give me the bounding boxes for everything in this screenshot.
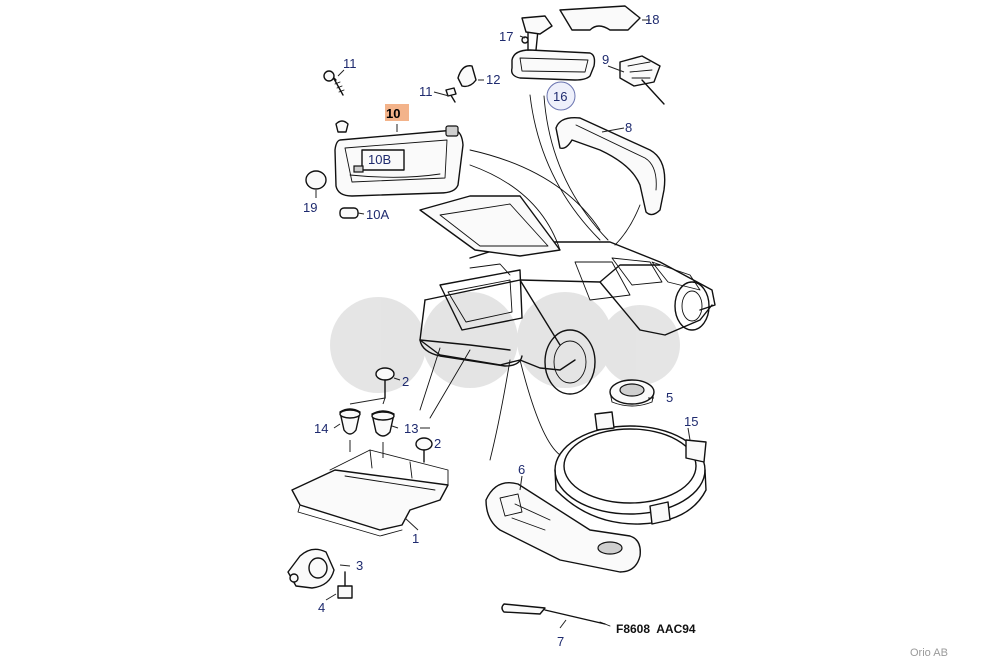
callout-13[interactable]: 13 <box>404 421 418 436</box>
visor-clip-19 <box>305 170 327 190</box>
callout-10a[interactable]: 10A <box>366 207 389 222</box>
callout-15[interactable]: 15 <box>684 414 698 429</box>
clip-leader-lines <box>349 397 386 458</box>
callout-8[interactable]: 8 <box>625 120 632 135</box>
cover-cap-5 <box>609 379 655 407</box>
screw-4 <box>337 571 353 599</box>
callout-10[interactable]: 10 <box>386 106 400 121</box>
callout-7[interactable]: 7 <box>557 634 564 649</box>
callout-14[interactable]: 14 <box>314 421 328 436</box>
callout-4[interactable]: 4 <box>318 600 325 615</box>
callout-11-right[interactable]: 11 <box>419 84 433 99</box>
push-pin-2-upper <box>375 367 395 399</box>
bracket-9 <box>619 55 665 105</box>
callout-6[interactable]: 6 <box>518 462 525 477</box>
callout-1[interactable]: 1 <box>412 531 419 546</box>
cargo-floor-cover <box>291 449 449 537</box>
grab-handle <box>555 117 666 216</box>
visor-hinge <box>445 125 459 137</box>
visor-bracket <box>335 120 349 133</box>
callout-10b[interactable]: 10B <box>368 152 391 167</box>
mirror-16-marker <box>546 81 576 111</box>
callout-5[interactable]: 5 <box>666 390 673 405</box>
screw-11-right <box>445 87 457 103</box>
callout-17[interactable]: 17 <box>499 29 513 44</box>
callout-12[interactable]: 12 <box>486 72 500 87</box>
lamp-bulb-10a <box>339 207 359 219</box>
clip-12 <box>457 65 477 88</box>
clip-14 <box>339 408 361 435</box>
cover-18 <box>559 5 641 31</box>
car-jack-tray <box>485 482 641 573</box>
screw-11-left <box>323 70 345 96</box>
callout-9[interactable]: 9 <box>602 52 609 67</box>
spare-wheel-holder <box>554 411 707 525</box>
callout-2-upper[interactable]: 2 <box>402 374 409 389</box>
mirror-mount-17 <box>521 15 553 44</box>
push-pin-2-lower <box>415 437 433 463</box>
leader-curves <box>419 94 641 461</box>
callout-3[interactable]: 3 <box>356 558 363 573</box>
callout-leaders <box>315 19 691 629</box>
callout-labels: 10 10B 10A 11 11 12 17 18 9 16 8 19 2 14… <box>303 12 698 649</box>
callout-19[interactable]: 19 <box>303 200 317 215</box>
callout-18[interactable]: 18 <box>645 12 659 27</box>
callout-10-highlight <box>385 104 409 121</box>
screwdriver <box>501 603 611 627</box>
visor-mirror <box>361 149 405 171</box>
callout-2-lower[interactable]: 2 <box>434 436 441 451</box>
callout-11-left[interactable]: 11 <box>343 56 357 71</box>
visor-lamp <box>353 165 364 173</box>
clip-13 <box>371 410 395 437</box>
sun-visor <box>334 125 464 197</box>
callout-16[interactable]: 16 <box>553 89 567 104</box>
tie-down-hook <box>287 548 335 589</box>
drawing-code: F8608 AAC94 <box>616 622 696 636</box>
copyright-label: Orio AB <box>910 647 948 659</box>
